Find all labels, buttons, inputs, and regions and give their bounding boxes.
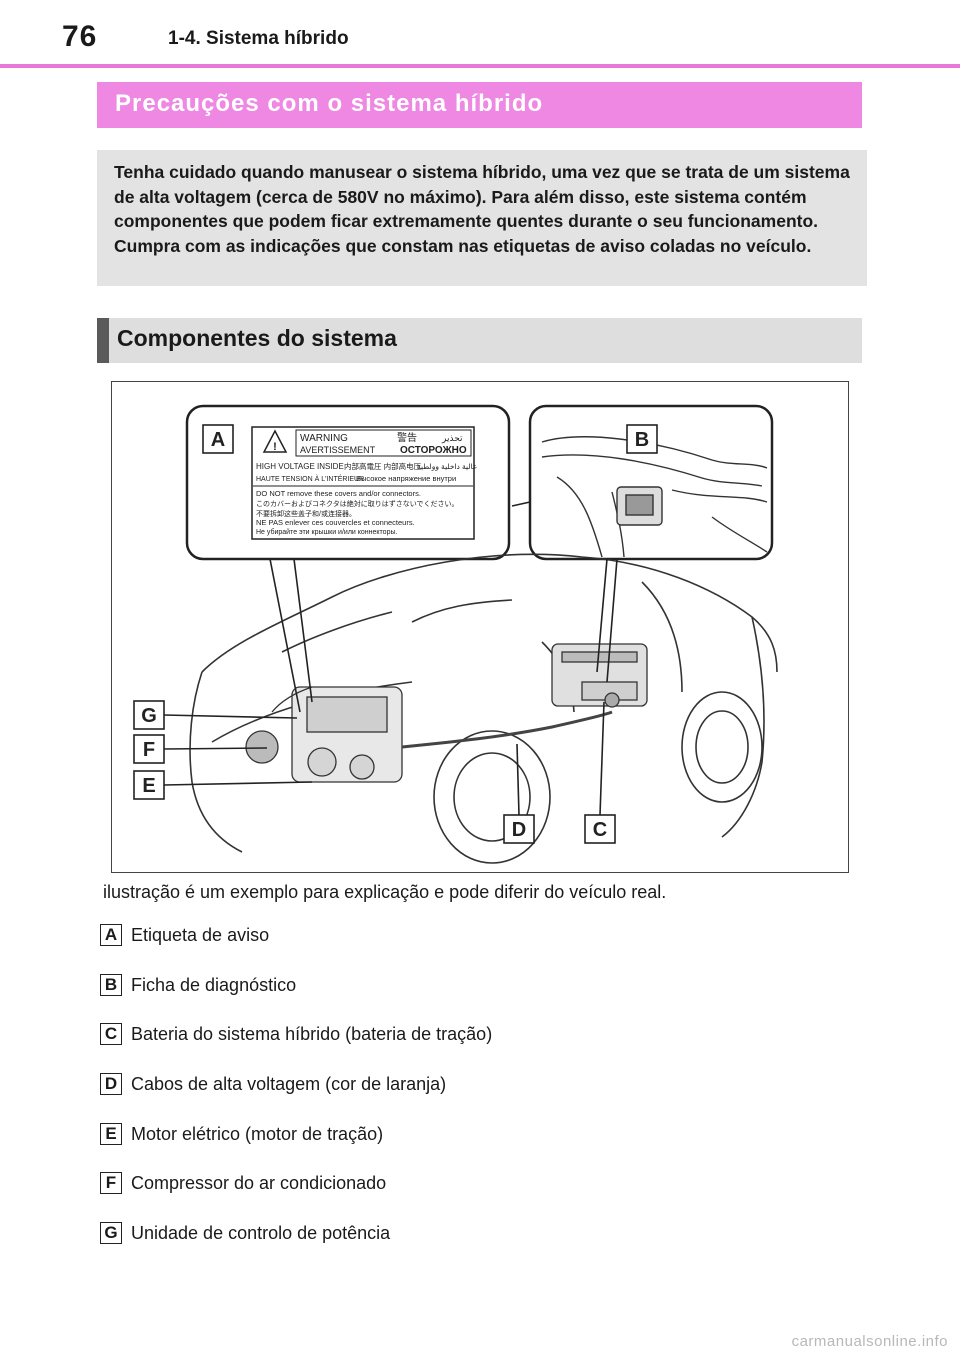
svg-text:!: ! <box>273 441 277 453</box>
label-line1-right: تحذير <box>441 433 463 443</box>
legend-text: Motor elétrico (motor de tração) <box>131 1124 384 1144</box>
label-line9: Не убирайте эти крышки и/или коннекторы. <box>256 528 398 536</box>
svg-text:G: G <box>141 705 157 727</box>
legend-text: Compressor do ar condicionado <box>131 1173 387 1193</box>
legend-text: Bateria do sistema híbrido (bateria de t… <box>131 1024 493 1044</box>
legend-letter: G <box>100 1222 122 1244</box>
label-line8: NE PAS enlever ces couvercles et connect… <box>256 518 415 527</box>
warning-box: Tenha cuidado quando manusear o sistema … <box>97 150 867 286</box>
legend-letter: B <box>100 974 122 996</box>
page-number: 76 <box>62 20 98 53</box>
section-title: 1-4. Sistema híbrido <box>168 28 349 49</box>
svg-text:C: C <box>593 819 607 841</box>
legend-text: Ficha de diagnóstico <box>131 975 297 995</box>
warning-triangle-icon <box>262 429 288 453</box>
label-line6: このカバーおよびコネクタは絶対に取りはずさないでください。 <box>256 499 459 508</box>
label-line3-left: HIGH VOLTAGE INSIDE <box>256 462 344 471</box>
label-line4-right: Высокое напряжение внутри <box>356 474 456 483</box>
label-line4-left: HAUTE TENSION À L'INTÉRIEUR <box>256 474 364 483</box>
warning-text: Tenha cuidado quando manusear o sistema … <box>114 162 850 256</box>
legend-text: Etiqueta de aviso <box>131 925 270 945</box>
callout-d: D <box>503 814 535 844</box>
components-title: Componentes do sistema <box>117 325 397 351</box>
warning-label-sticker: ! WARNING 警告 تحذير AVERTISSEMENT ОСТОРОЖ… <box>251 426 477 540</box>
legend-letter: A <box>100 924 122 946</box>
callout-e: E <box>133 770 165 800</box>
callout-b: B <box>626 424 658 454</box>
callout-a: A <box>202 424 234 454</box>
svg-text:F: F <box>143 739 155 761</box>
legend-letter: E <box>100 1123 122 1145</box>
legend-text: Unidade de controlo de potência <box>131 1223 391 1243</box>
legend-text: Cabos de alta voltagem (cor de laranja) <box>131 1074 447 1094</box>
diagnostic-connector-drawing <box>541 436 768 558</box>
legend-letter: F <box>100 1172 122 1194</box>
label-line1-left: WARNING <box>300 433 348 444</box>
hybrid-system-illustration: ! WARNING 警告 تحذير AVERTISSEMENT ОСТОРОЖ… <box>111 381 849 873</box>
label-line1-mid: 警告 <box>397 431 417 444</box>
precautions-banner: Precauções com o sistema híbrido <box>97 82 862 128</box>
callout-g: G <box>133 700 165 730</box>
label-line3-right: عالية داخلية وولطية <box>417 462 477 471</box>
svg-text:D: D <box>512 819 526 841</box>
watermark: carmanualsonline.info <box>791 1333 948 1350</box>
precautions-title: Precauções com o sistema híbrido <box>115 90 544 117</box>
callout-f: F <box>133 734 165 764</box>
label-line5: DO NOT remove these covers and/or connec… <box>256 489 421 498</box>
svg-text:B: B <box>635 429 649 451</box>
car-diagram: ! WARNING 警告 تحذير AVERTISSEMENT ОСТОРОЖ… <box>133 404 778 864</box>
label-line2-right: ОСТОРОЖНО <box>400 445 467 456</box>
label-line7: 不要拆卸这些盖子和/或连接器。 <box>256 509 356 518</box>
hybrid-battery <box>551 643 648 708</box>
callout-leader-lines <box>163 501 618 816</box>
legend-letter: C <box>100 1023 122 1045</box>
high-voltage-cable <box>401 710 613 749</box>
label-line2-left: AVERTISSEMENT <box>300 445 376 455</box>
figure-caption: ilustração é um exemplo para explicação … <box>103 882 667 902</box>
header-divider <box>0 64 960 68</box>
svg-text:E: E <box>142 775 155 797</box>
svg-text:A: A <box>211 429 225 451</box>
engine-assembly <box>245 686 403 783</box>
callout-c: C <box>584 814 616 844</box>
label-line3-mid: 内部高電圧 内部高电压 <box>344 461 422 471</box>
legend-letter: D <box>100 1073 122 1095</box>
components-banner: Componentes do sistema <box>97 318 862 363</box>
